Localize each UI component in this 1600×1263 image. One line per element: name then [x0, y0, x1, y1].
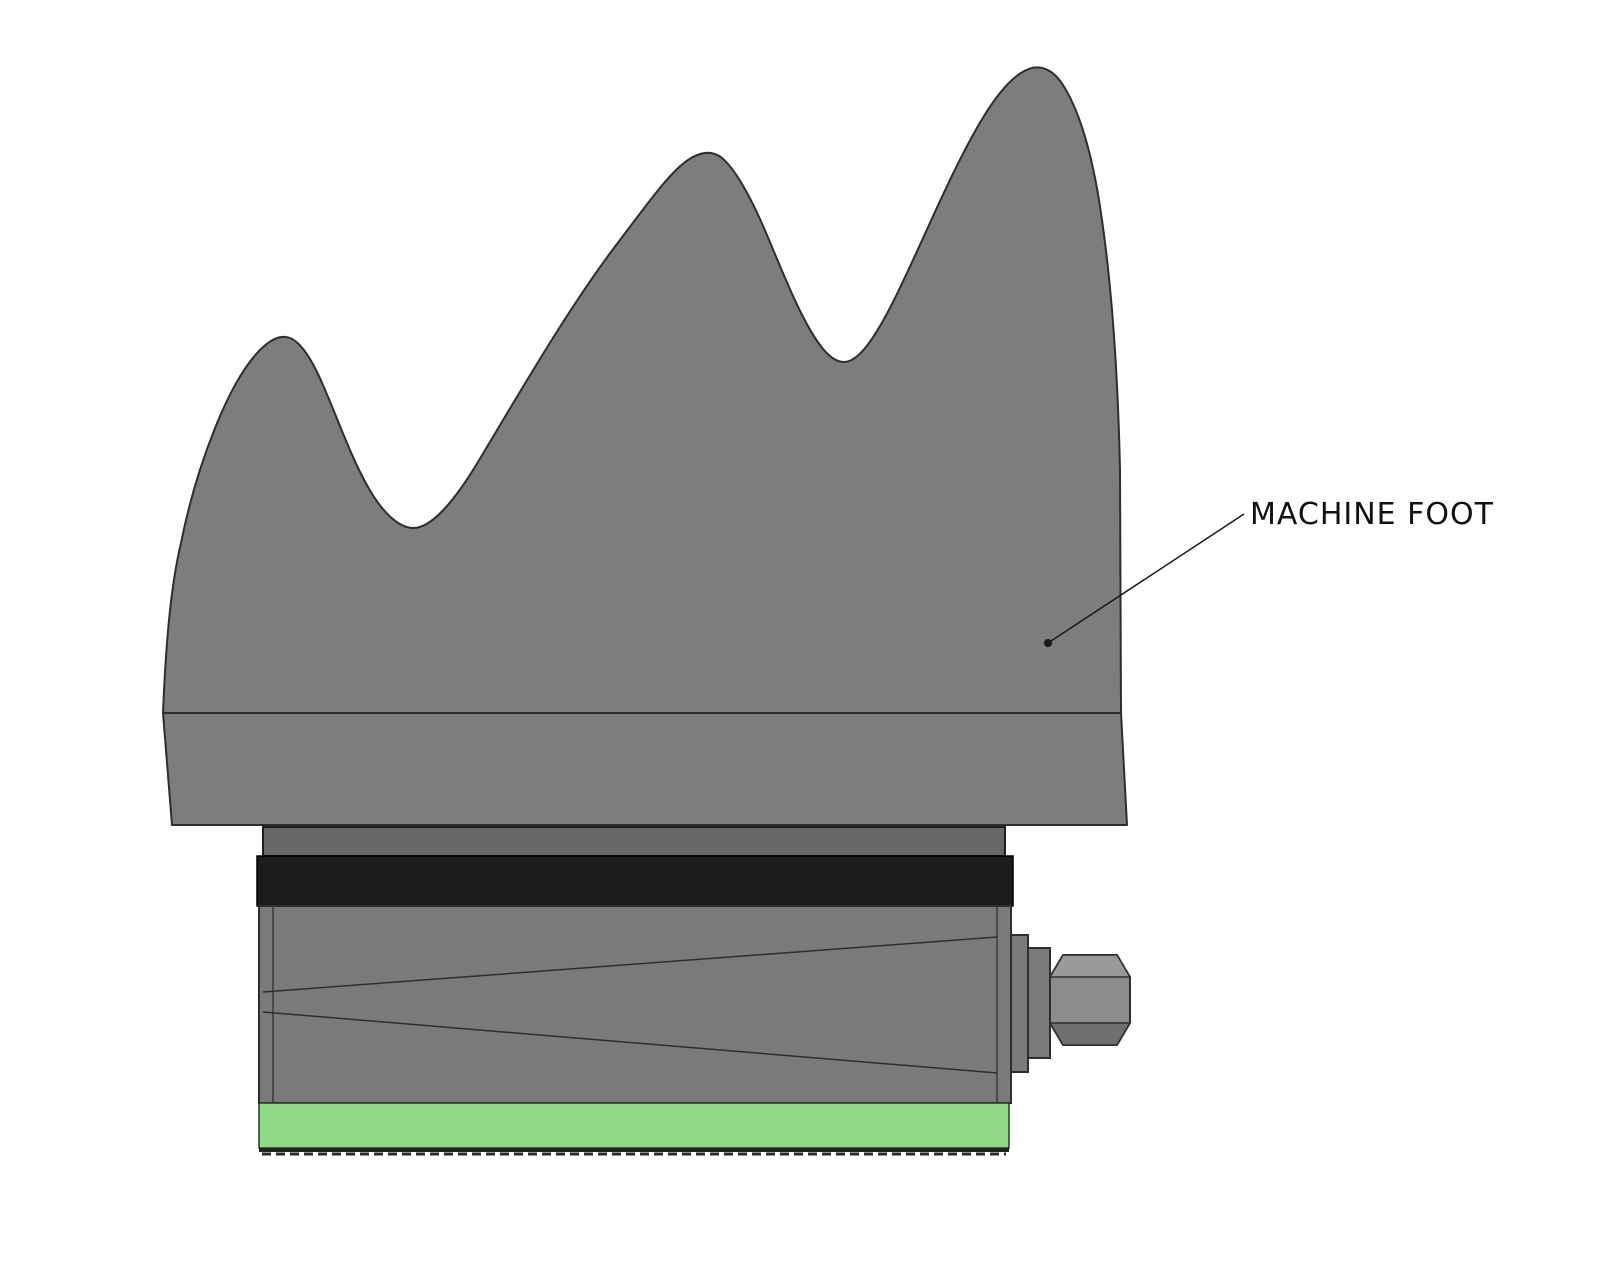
machine-foot-shape [162, 66, 1128, 826]
leader-line [1047, 513, 1245, 644]
lock-ring-band [256, 855, 1014, 907]
wedge-line-lower [262, 1011, 998, 1074]
leader-dot [1044, 639, 1052, 647]
base-pad [258, 1102, 1010, 1149]
step-washer-outer [1010, 934, 1029, 1073]
collar-band [262, 826, 1006, 857]
machine-foot-label: MACHINE FOOT [1250, 497, 1494, 532]
wedge-line-upper [262, 936, 998, 993]
mount-body [258, 905, 1012, 1104]
step-washer-inner [1027, 947, 1051, 1059]
hex-bolt-top-facet [1049, 954, 1131, 978]
hex-bolt-bottom-facet [1049, 1022, 1131, 1046]
